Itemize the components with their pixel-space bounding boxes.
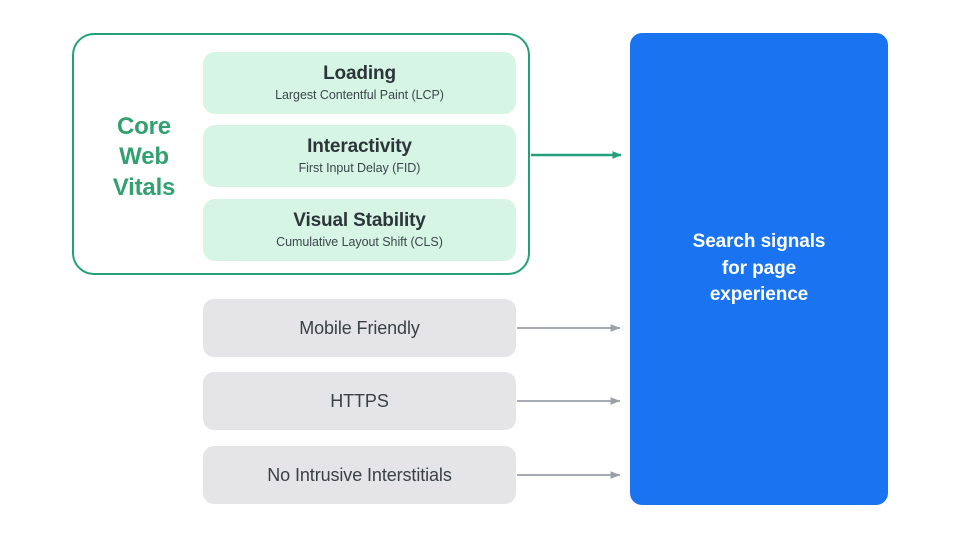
metric-card-visual-stability[interactable]: Visual Stability Cumulative Layout Shift… bbox=[203, 199, 516, 261]
signal-label: HTTPS bbox=[330, 390, 389, 411]
metric-subtitle: First Input Delay (FID) bbox=[298, 160, 421, 175]
core-web-vitals-label-line-1: Core bbox=[117, 113, 171, 140]
core-web-vitals-label-line-3: Vitals bbox=[112, 173, 176, 201]
signal-label: No Intrusive Interstitials bbox=[267, 464, 452, 485]
outcome-panel-text: Search signals for page experience bbox=[692, 230, 826, 306]
signal-label: Mobile Friendly bbox=[299, 317, 420, 338]
metric-card-loading[interactable]: Loading Largest Contentful Paint (LCP) bbox=[203, 52, 516, 114]
core-web-vitals-label-line-2: Web bbox=[119, 143, 169, 171]
outcome-panel-search-signals[interactable]: Search signals for page experience bbox=[630, 33, 888, 505]
metric-title: Loading bbox=[323, 62, 396, 84]
core-web-vitals-group-label: Core Web Vitals bbox=[96, 112, 192, 203]
metric-card-interactivity[interactable]: Interactivity First Input Delay (FID) bbox=[203, 125, 516, 187]
signal-card-no-intrusive-interstitials[interactable]: No Intrusive Interstitials bbox=[203, 446, 516, 504]
metric-title: Visual Stability bbox=[293, 209, 426, 231]
signal-card-mobile-friendly[interactable]: Mobile Friendly bbox=[203, 299, 516, 357]
metric-subtitle: Cumulative Layout Shift (CLS) bbox=[276, 234, 443, 249]
metric-title: Interactivity bbox=[307, 135, 412, 157]
core-web-vitals-group bbox=[72, 33, 530, 275]
metric-subtitle: Largest Contentful Paint (LCP) bbox=[275, 87, 444, 102]
signal-card-https[interactable]: HTTPS bbox=[203, 372, 516, 430]
